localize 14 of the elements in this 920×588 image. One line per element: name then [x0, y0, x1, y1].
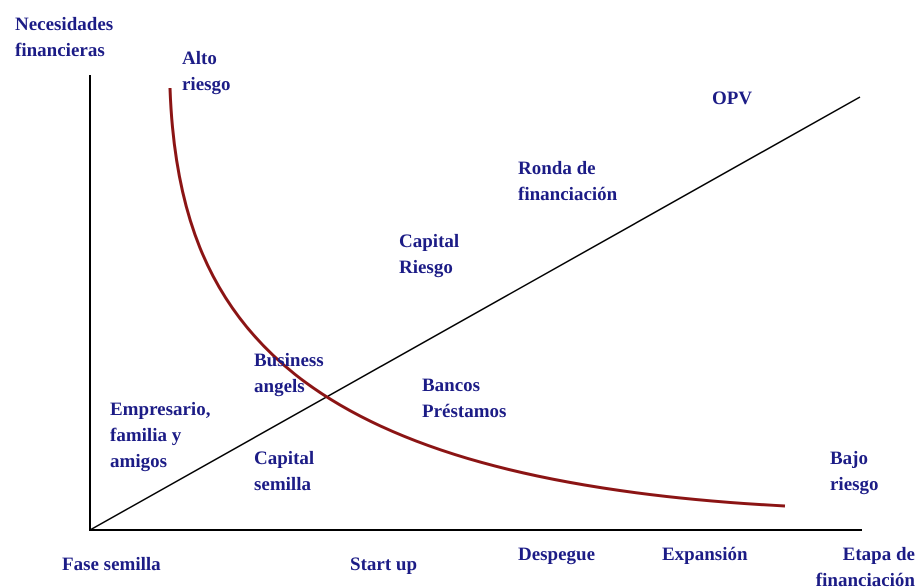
- stage-label: Start up: [350, 553, 418, 577]
- financing-label: Empresario, familia y amigos: [110, 398, 212, 474]
- financing-label: Capital semilla: [254, 447, 316, 497]
- axis-title: Etapa de financiación: [814, 543, 915, 588]
- financing-label: Capital Riesgo: [399, 230, 460, 280]
- financing-label: Ronda de financiación: [518, 157, 618, 207]
- financing-label: OPV: [712, 87, 754, 111]
- financing-label: Bajo riesgo: [830, 447, 880, 497]
- stage-label: Fase semilla: [62, 553, 162, 577]
- stage-label: Expansión: [662, 543, 749, 567]
- financing-label: Alto riesgo: [182, 47, 232, 97]
- axis-title: Necesidades financieras: [15, 13, 114, 63]
- financing-label: Bancos Préstamos: [422, 374, 508, 424]
- stage-label: Despegue: [518, 543, 596, 567]
